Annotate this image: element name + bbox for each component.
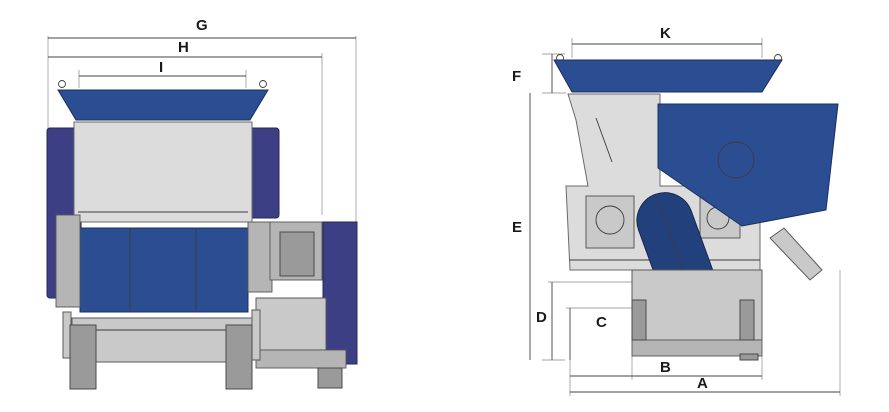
discharge-hopper bbox=[657, 103, 839, 227]
base-frame bbox=[71, 317, 253, 363]
dim-label-h: H bbox=[178, 39, 189, 56]
side-lever bbox=[595, 117, 613, 163]
front-foot-right bbox=[317, 367, 343, 389]
side-gear-left bbox=[595, 205, 625, 235]
cutting-chamber bbox=[79, 227, 249, 313]
side-leg-left bbox=[631, 299, 647, 341]
dim-label-a: A bbox=[697, 375, 708, 392]
dim-label-g: G bbox=[196, 17, 208, 34]
dimension-h: H bbox=[48, 39, 323, 215]
side-hopper bbox=[553, 59, 783, 93]
dimension-i: I bbox=[78, 59, 247, 88]
upper-housing bbox=[73, 121, 253, 223]
front-leg-left bbox=[69, 324, 97, 390]
outlet-pipe bbox=[769, 227, 823, 281]
right-bearing-block bbox=[247, 221, 273, 293]
front-hopper bbox=[57, 89, 269, 121]
front-leg-right bbox=[225, 324, 253, 390]
dimension-c: C bbox=[566, 307, 632, 360]
motor-body bbox=[255, 297, 327, 351]
side-bearing-box-left bbox=[585, 195, 635, 249]
dimension-d: D bbox=[536, 281, 632, 360]
cylinder-right bbox=[251, 309, 261, 361]
dimension-f: F bbox=[512, 53, 566, 94]
motor-base bbox=[255, 349, 347, 369]
dim-label-f: F bbox=[512, 68, 521, 85]
side-base-plate bbox=[631, 339, 763, 357]
motor-cover bbox=[322, 221, 358, 365]
dim-label-i: I bbox=[159, 59, 163, 76]
dimension-b: B bbox=[570, 356, 763, 380]
dim-label-d: D bbox=[536, 309, 547, 326]
dimension-k: K bbox=[571, 25, 763, 58]
front-view: G H I bbox=[46, 17, 358, 390]
gearbox-face bbox=[279, 231, 315, 277]
dim-label-k: K bbox=[660, 25, 671, 42]
side-view: K F E D C bbox=[512, 25, 841, 396]
dim-label-e: E bbox=[512, 219, 522, 236]
lifting-eye-left bbox=[58, 80, 66, 88]
side-leg-right bbox=[739, 299, 755, 341]
lifting-eye-right bbox=[259, 80, 267, 88]
dim-label-c: C bbox=[596, 314, 607, 331]
left-bearing-block bbox=[55, 214, 81, 308]
dimension-e: E bbox=[512, 93, 565, 361]
side-foot bbox=[739, 353, 759, 361]
dim-label-b: B bbox=[660, 359, 671, 376]
discharge-port bbox=[717, 141, 755, 179]
dimension-a: A bbox=[569, 270, 841, 396]
dimension-g: G bbox=[47, 17, 357, 225]
